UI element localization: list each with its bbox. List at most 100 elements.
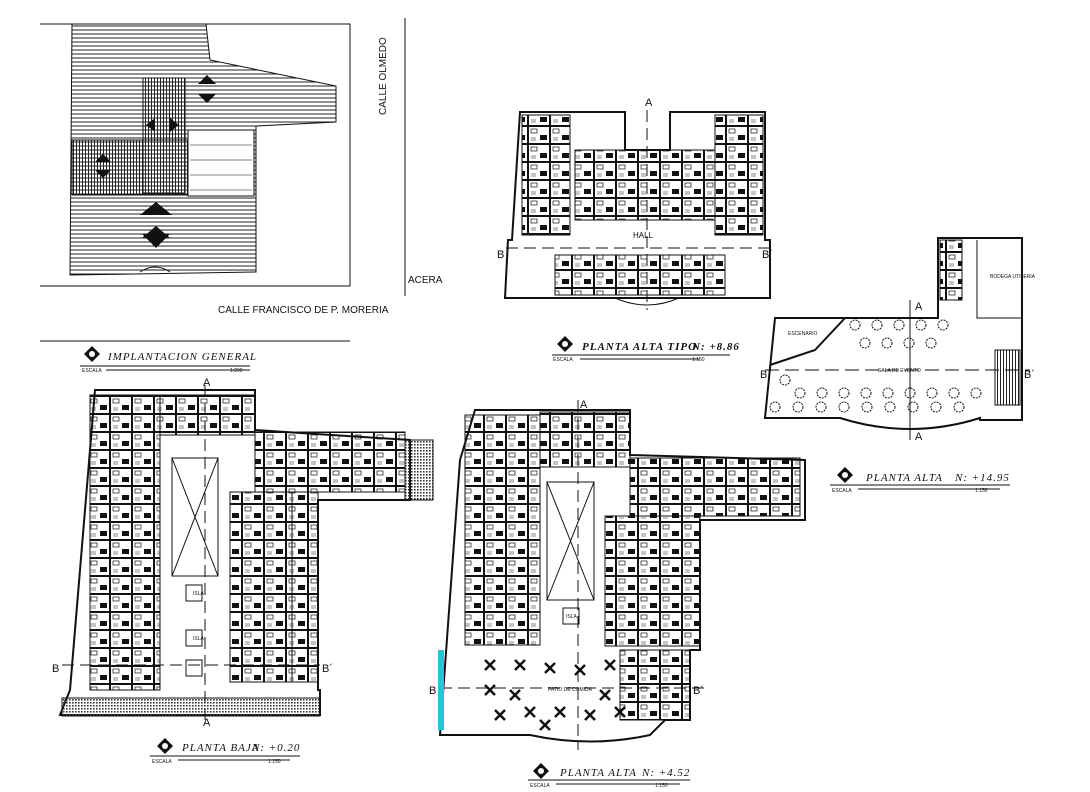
table-icon [953, 401, 965, 413]
section-markers: A B B´ B B´ B B´ B B´ A A A A A [52, 97, 1035, 729]
scale-value: 1:150 [692, 357, 705, 363]
table-icon [903, 337, 915, 349]
section-bprime-mark: B´ [693, 685, 704, 697]
food-table-icon [584, 709, 596, 721]
arrow-icon [198, 75, 216, 103]
table-icon [882, 387, 894, 399]
section-b-mark: B [429, 685, 436, 697]
arrow-icon [140, 202, 172, 215]
section-bprime-mark: B´ [1024, 369, 1035, 381]
food-court-tables [484, 659, 626, 731]
table-icon [815, 401, 827, 413]
section-a-mark: A [645, 97, 653, 109]
table-icon [881, 337, 893, 349]
section-b-mark: B [760, 369, 767, 381]
table-icon [816, 387, 828, 399]
street-south-label: CALLE FRANCISCO DE P. MORERIA [218, 305, 389, 316]
food-table-icon [599, 689, 611, 701]
table-icon [915, 319, 927, 331]
section-b-mark: B [52, 663, 59, 675]
title-text: PLANTA BAJA [181, 742, 260, 754]
food-table-icon [604, 659, 616, 671]
food-table-icon [544, 662, 556, 674]
section-a-mark: A [203, 377, 211, 389]
title-planta-alta-1495: PLANTA ALTA N: +14.95 ESCALA 1:150 [830, 467, 1010, 494]
level-text: N: +14.95 [954, 472, 1010, 484]
table-icon [849, 319, 861, 331]
level-text: N: +4.52 [641, 767, 690, 779]
table-icon [904, 387, 916, 399]
food-table-icon [509, 689, 521, 701]
table-icon [794, 387, 806, 399]
section-bprime-mark: B´ [762, 249, 773, 261]
table-icon [838, 401, 850, 413]
table-icon [884, 401, 896, 413]
table-icon [948, 387, 960, 399]
scale-label: ESCALA [152, 759, 172, 765]
plan-upper-floor-452: ISLA PATIO DE COMIDA [438, 400, 806, 750]
scale-value: 1:150 [975, 488, 988, 494]
section-bprime-mark: B´ [322, 663, 333, 675]
scale-label: ESCALA [832, 488, 852, 494]
island-label: ISLA [193, 591, 205, 597]
section-a-mark: A [580, 399, 588, 411]
arrow-icon [142, 234, 170, 248]
title-planta-alta-tipo: PLANTA ALTA TIPO N: +8.86 ESCALA 1:150 [552, 336, 740, 363]
table-icon [779, 374, 791, 386]
table-icon [907, 401, 919, 413]
food-table-icon [554, 706, 566, 718]
plan-ground-floor: ISLA ISLA [58, 385, 434, 720]
section-a-mark: A [915, 301, 923, 313]
scale-value: 1:150 [655, 783, 668, 789]
event-tables [769, 319, 982, 413]
title-text: PLANTA ALTA [559, 767, 637, 779]
food-table-icon [574, 664, 586, 676]
arrow-icon [95, 154, 111, 178]
island-label: ISLA [193, 636, 205, 642]
table-icon [859, 337, 871, 349]
street-east-label: CALLE OLMEDO [378, 37, 389, 115]
table-icon [893, 319, 905, 331]
table-icon [792, 401, 804, 413]
island-label: ISLA [566, 614, 578, 620]
table-icon [769, 401, 781, 413]
title-planta-baja: PLANTA BAJA N: +0.20 ESCALA 1:150 [150, 738, 300, 765]
sidewalk-label: ACERA [408, 275, 443, 286]
level-text: N: +8.86 [691, 341, 740, 353]
table-icon [930, 401, 942, 413]
title-text: PLANTA ALTA [865, 472, 943, 484]
food-table-icon [514, 659, 526, 671]
plan-upper-floor-1495: ESCENARIO SALA DE EVENTO BODEGA UTILERIA [763, 237, 1036, 440]
scale-label: ESCALA [530, 783, 550, 789]
title-planta-alta-452: PLANTA ALTA N: +4.52 ESCALA 1:150 [528, 763, 690, 789]
accent-strip [438, 650, 444, 730]
table-icon [926, 387, 938, 399]
west-block [71, 139, 191, 196]
room-stage-label: ESCENARIO [788, 331, 818, 337]
food-table-icon [484, 684, 496, 696]
section-a-mark: A [203, 717, 211, 729]
room-hall-label: HALL [633, 231, 654, 240]
food-table-icon [614, 706, 626, 718]
table-icon [925, 337, 937, 349]
section-b-mark: B [497, 249, 504, 261]
food-table-icon [539, 719, 551, 731]
scale-label: ESCALA [82, 368, 102, 374]
food-court-label: PATIO DE COMIDA [548, 687, 593, 693]
room-event-label: SALA DE EVENTO [878, 368, 921, 374]
table-icon [838, 387, 850, 399]
title-text: PLANTA ALTA TIPO [582, 341, 697, 353]
scale-value: 1:200 [230, 368, 243, 374]
room-storage-label: BODEGA UTILERIA [990, 274, 1036, 280]
scale-label: ESCALA [553, 357, 573, 363]
section-a-mark: A [915, 431, 923, 443]
food-table-icon [494, 709, 506, 721]
arrow-icon [146, 118, 179, 132]
table-icon [970, 387, 982, 399]
table-icon [861, 401, 873, 413]
plan-typical-floor: HALL [503, 110, 771, 310]
food-table-icon [484, 659, 496, 671]
scale-value: 1:150 [268, 759, 281, 765]
